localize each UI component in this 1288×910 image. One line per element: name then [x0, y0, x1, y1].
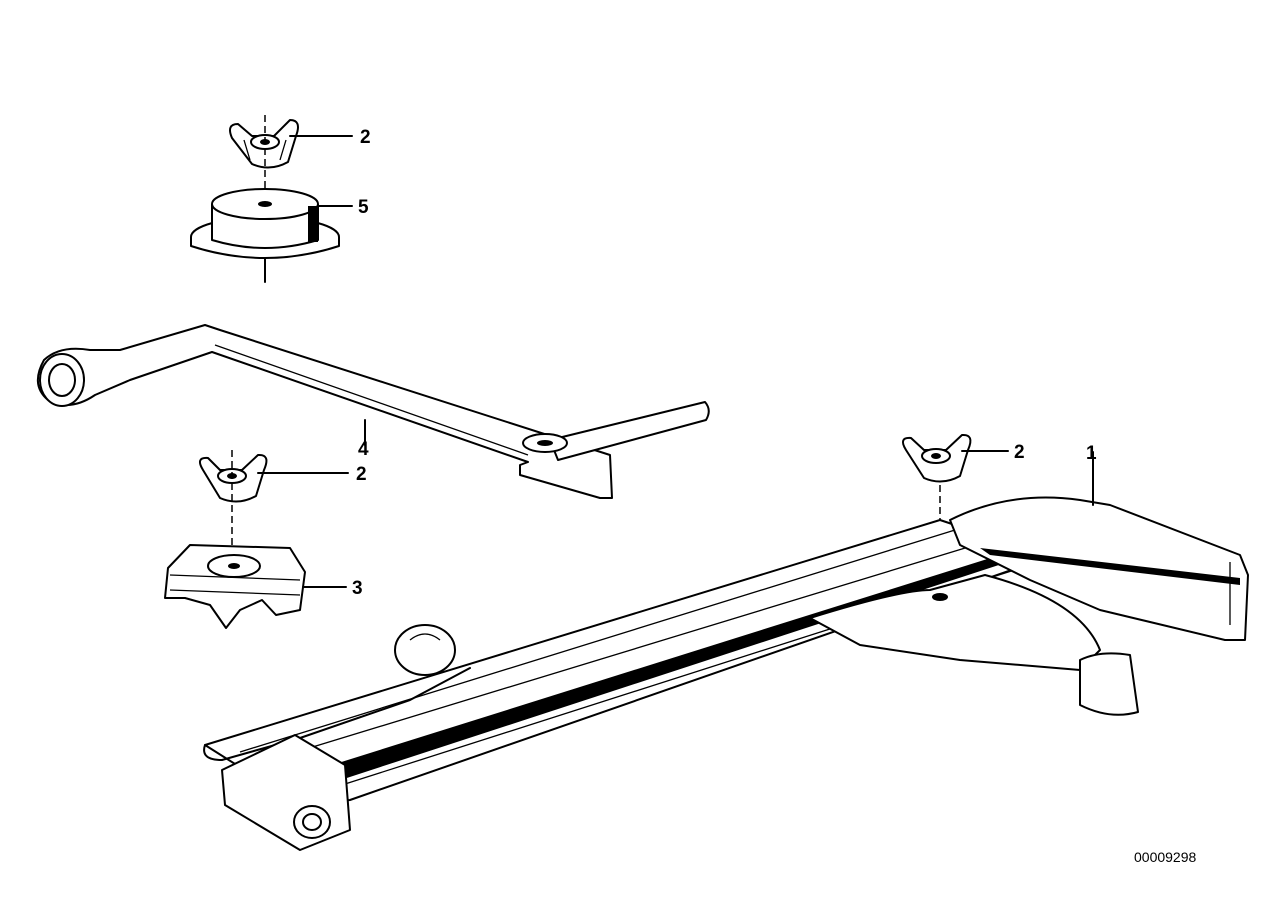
clamp-bracket — [164, 544, 306, 629]
lug-wrench — [37, 324, 710, 499]
wing-nut-right — [901, 433, 972, 592]
spare-wheel-carrier — [203, 451, 1249, 851]
spacer-bushing — [190, 188, 340, 283]
callout-2-top: 2 — [289, 127, 371, 148]
callout-2-right: 2 — [961, 442, 1025, 463]
callout-number: 2 — [1014, 442, 1025, 463]
callout-4: 4 — [358, 439, 369, 460]
callout-number: 4 — [358, 439, 369, 460]
callout-number: 3 — [352, 578, 363, 599]
wing-nut-middle — [198, 450, 268, 548]
callout-3: 3 — [302, 578, 363, 599]
callout-number: 5 — [358, 197, 369, 218]
callout-5: 5 — [317, 197, 369, 218]
document-id: 00009298 — [1134, 849, 1197, 865]
wing-nut-top — [229, 115, 299, 200]
callout-2-middle: 2 — [257, 464, 367, 485]
callout-1: 1 — [1086, 443, 1097, 464]
callout-number: 2 — [360, 127, 371, 148]
callout-number: 2 — [356, 464, 367, 485]
callout-number: 1 — [1086, 443, 1097, 464]
